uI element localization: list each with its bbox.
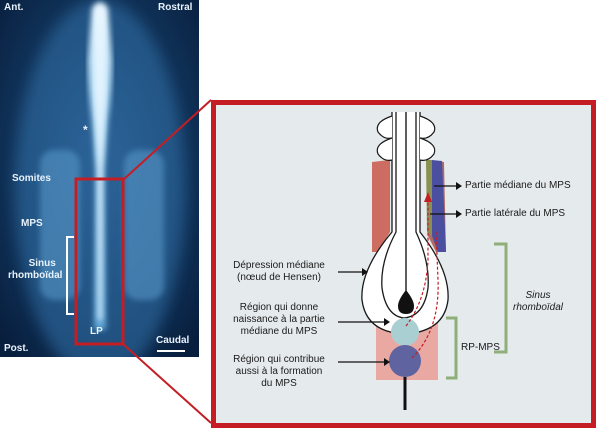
- neural-tube-right-wall: [403, 112, 429, 319]
- lateral-band-left: [372, 160, 390, 252]
- label-sinus-line2: rhomboïdal: [8, 270, 63, 281]
- label-partie-laterale: Partie latérale du MPS: [465, 208, 566, 219]
- label-region2: Région qui contribue aussi à la formatio…: [222, 354, 336, 390]
- neural-tube-left-wall: [381, 112, 405, 319]
- label-post: Post.: [4, 343, 29, 354]
- label-rp-mps: RP-MPS: [461, 342, 500, 353]
- embryo-micrograph: [0, 0, 199, 357]
- label-region1-line1: Région qui donne: [239, 302, 319, 313]
- label-ant: Ant.: [4, 2, 24, 13]
- label-sinus-rhomboidal-line1: Sinus: [525, 290, 551, 301]
- migration-path-medial: [405, 200, 429, 327]
- label-region1: Région qui donne naissance à la partie m…: [222, 302, 336, 338]
- label-depression-line2: (nœud de Hensen): [237, 272, 321, 283]
- label-region1-line3: médiane du MPS: [240, 326, 318, 337]
- neural-axis-core: [94, 8, 106, 320]
- label-partie-mediane: Partie médiane du MPS: [465, 180, 571, 191]
- label-rostral: Rostral: [158, 2, 193, 13]
- label-somites: Somites: [12, 173, 51, 184]
- sinus-bracket: [66, 236, 74, 315]
- migration-arrowhead-medial: [424, 192, 432, 202]
- sinus-rhomboidal-bracket: [494, 242, 508, 354]
- arrowhead-laterale: [456, 210, 462, 218]
- label-depression-line1: Dépression médiane: [233, 260, 325, 271]
- arrowhead-mediane: [456, 182, 462, 190]
- label-region2-line3: du MPS: [261, 378, 297, 389]
- purple-region-circle: [389, 345, 421, 377]
- rp-mps-bracket: [446, 316, 458, 380]
- label-sinus-rhomboidal-line2: rhomboïdal: [512, 302, 564, 313]
- label-lp: LP: [90, 326, 103, 337]
- label-node-marker: *: [83, 123, 88, 137]
- teal-region-circle: [391, 318, 419, 346]
- somites-right: [419, 115, 436, 161]
- label-caudal: Caudal: [156, 335, 190, 346]
- label-sinus: Sinus rhomboïdal: [8, 258, 62, 281]
- label-mps: MPS: [21, 218, 43, 229]
- arrowhead-region1: [384, 318, 390, 326]
- label-region2-line2: aussi à la formation: [235, 366, 323, 377]
- migration-path-lateral: [411, 229, 439, 359]
- arrowhead-region2: [384, 358, 390, 366]
- label-sinus-line1: Sinus: [28, 258, 56, 269]
- label-region1-line2: naissance à la partie: [233, 314, 325, 325]
- label-sinus-rhomboidal: Sinus rhomboïdal: [508, 290, 568, 314]
- arrowhead-depression: [362, 268, 368, 276]
- lp-highlight-box: [74, 177, 125, 346]
- scale-bar: [157, 350, 185, 352]
- somite-band: [40, 150, 164, 300]
- somites-left: [376, 115, 393, 161]
- hensen-node: [398, 290, 414, 314]
- label-depression: Dépression médiane (nœud de Hensen): [222, 260, 336, 284]
- medial-mps-strip: [432, 160, 446, 252]
- label-region2-line1: Région qui contribue: [233, 354, 325, 365]
